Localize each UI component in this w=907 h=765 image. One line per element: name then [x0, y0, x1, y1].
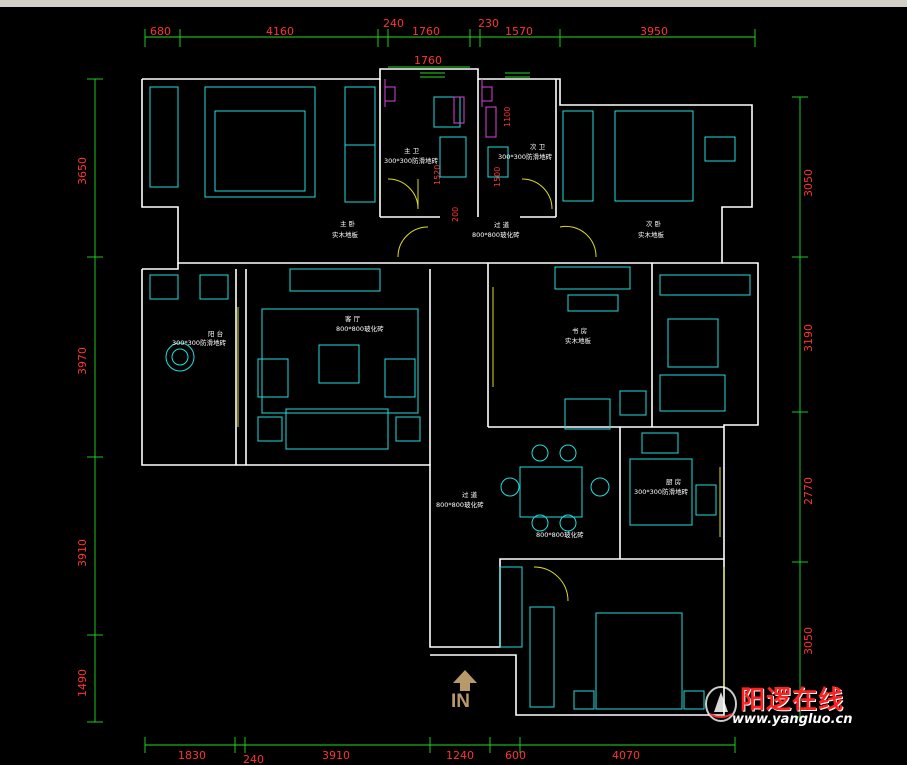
dim-inner-0: 1520 [433, 165, 442, 185]
room-balcony-name: 阳 台 [208, 329, 223, 338]
dim-top-3: 1760 [412, 25, 440, 38]
dim-bottom-2: 3910 [322, 749, 350, 762]
dim-inner-1: 1100 [503, 107, 512, 127]
dim-top-6: 3950 [640, 25, 668, 38]
room-guest-bath-name: 次 卫 [530, 142, 546, 151]
room-second-bedroom-floor: 实木地板 [638, 230, 665, 239]
doors [387, 178, 597, 602]
dim-top-1: 4160 [266, 25, 294, 38]
room-master-bath-name: 主 卫 [404, 146, 420, 155]
dim-top-inner-0: 1760 [414, 54, 442, 67]
room-hall-mid-floor: 800*800玻化砖 [436, 500, 484, 509]
dim-left-0: 3650 [76, 157, 89, 185]
watermark-site-name: 阳逻在线 [740, 685, 845, 714]
dim-bottom-1: 240 [243, 753, 264, 765]
dimension-labels: 680 4160 240 1760 230 1570 3950 1760 183… [76, 17, 815, 765]
room-master-bedroom-name: 主 卧 [340, 219, 356, 228]
floor-plan: 680 4160 240 1760 230 1570 3950 1760 183… [76, 17, 815, 765]
room-guest-bath-floor: 300*300防滑地砖 [498, 152, 553, 161]
room-master-bedroom-floor: 实木地板 [332, 230, 359, 239]
dim-right-0: 3050 [802, 169, 815, 197]
dim-right-2: 2770 [802, 477, 815, 505]
furniture [149, 86, 751, 710]
watermark-logo-icon [705, 686, 737, 722]
dim-top-5: 1570 [505, 25, 533, 38]
room-study-name: 书 房 [572, 326, 587, 335]
watermark: 阳逻在线 www.yangluo.cn [704, 680, 872, 732]
entrance-marker: IN [451, 670, 477, 712]
room-second-bedroom-name: 次 卧 [646, 219, 662, 228]
dim-top-2: 240 [383, 17, 404, 30]
dimension-lines [87, 29, 808, 753]
room-kitchen-name: 厨 房 [666, 477, 681, 486]
dim-left-3: 1490 [76, 669, 89, 697]
dim-bottom-3: 1240 [446, 749, 474, 762]
dim-bottom-0: 1830 [178, 749, 206, 762]
room-hall-top-name: 过 道 [494, 220, 510, 229]
entrance-label: IN [451, 691, 470, 712]
room-master-bath-floor: 300*300防滑地砖 [384, 156, 439, 165]
room-dining-floor: 800*800玻化砖 [536, 530, 584, 539]
fixtures [384, 79, 497, 138]
dim-top-4: 230 [478, 17, 499, 30]
room-hall-top-floor: 800*800玻化砖 [472, 230, 520, 239]
room-kitchen-floor: 300*300防滑地砖 [634, 487, 689, 496]
room-living-name: 客 厅 [345, 314, 361, 323]
dim-right-1: 3190 [802, 324, 815, 352]
dim-bottom-5: 4070 [612, 749, 640, 762]
dim-left-1: 3970 [76, 347, 89, 375]
room-labels: 主 卧 实木地板 主 卫 300*300防滑地砖 次 卫 300*300防滑地砖… [172, 142, 689, 539]
room-hall-mid-name: 过 道 [462, 490, 478, 499]
windows [237, 72, 725, 687]
walls [141, 68, 759, 716]
room-study-floor: 实木地板 [565, 336, 592, 345]
dim-inner-2: 200 [451, 207, 460, 222]
dim-left-2: 3910 [76, 539, 89, 567]
entrance-arrow-icon [453, 670, 477, 691]
window-title-bar [0, 0, 907, 7]
room-living-floor: 800*800玻化砖 [336, 324, 384, 333]
dim-top-0: 680 [150, 25, 171, 38]
dim-bottom-4: 600 [505, 749, 526, 762]
dim-right-3: 3050 [802, 627, 815, 655]
room-balcony-floor: 300*300防滑地砖 [172, 338, 227, 347]
watermark-url: www.yangluo.cn [732, 712, 853, 727]
